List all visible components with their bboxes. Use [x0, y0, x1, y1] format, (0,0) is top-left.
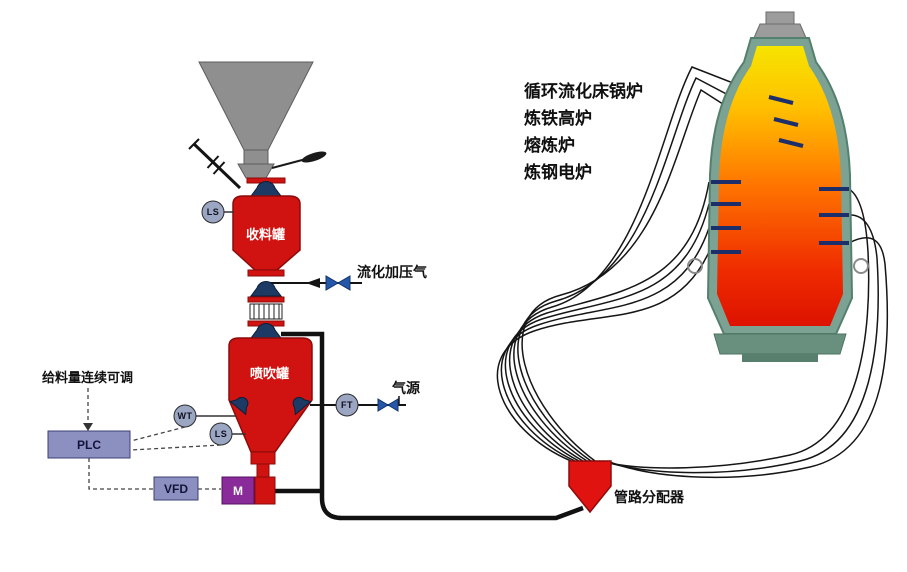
gas-valve-icon [377, 398, 389, 412]
tuyere-icon [778, 138, 804, 148]
motor-label: M [233, 484, 243, 498]
pipe-line [598, 188, 870, 469]
conveying-pipe [274, 331, 584, 521]
handwheel-icon [301, 151, 327, 163]
tuyere-icon [773, 117, 799, 127]
fluidization-gas-label: 流化加压气 [357, 264, 427, 280]
gas-source-line [310, 393, 406, 417]
gas-valve-icon [337, 275, 351, 291]
pipe-line [602, 214, 879, 474]
tuyeres [711, 95, 849, 254]
feed-hopper [188, 61, 327, 190]
furnace-foundation [742, 354, 818, 362]
bellows-hatch [253, 304, 280, 319]
trunnion-left-icon [687, 258, 703, 274]
application-item: 炼铁高炉 [524, 109, 592, 128]
inlet-flange [212, 161, 226, 175]
motor-box [221, 476, 255, 505]
feed-note-label: 给料量连续可调 [42, 370, 134, 385]
application-item: 熔炼炉 [524, 136, 575, 155]
rotary-feeder [254, 476, 276, 505]
furnace [687, 11, 869, 362]
vessel-neck-lower [256, 463, 270, 479]
ls-bottom-tag: LS [214, 429, 228, 439]
ft-tag: FT [341, 400, 353, 410]
fluidizing-pad-icon [229, 396, 249, 416]
fluidizing-pad-icon [292, 396, 312, 416]
flange [247, 269, 285, 277]
injection-vessel-group [173, 337, 313, 505]
hopper-outlet [237, 163, 275, 179]
signal-arrow-icon [83, 423, 93, 431]
pipe-line [513, 66, 770, 462]
signal-line [130, 444, 222, 451]
injection-vessel [228, 337, 313, 453]
receiving-vessel-group [201, 177, 301, 271]
pipe-fan [496, 66, 889, 479]
furnace-cap-top [765, 11, 795, 25]
pipe-line [500, 227, 710, 462]
receiving-vessel [232, 195, 301, 271]
furnace-applications-list: 循环流化床锅炉 炼铁高炉 熔炼炉 炼钢电炉 [524, 78, 643, 186]
inter-vessel-train [247, 269, 362, 339]
vfd-label: VFD [164, 482, 188, 496]
inlet-flange [206, 155, 220, 169]
dome-valve-icon [250, 281, 282, 297]
signal-line [130, 426, 186, 442]
signal-line [88, 458, 153, 490]
ft-instrument [335, 393, 359, 417]
dome-valve-icon [250, 181, 282, 197]
pipe-line [517, 76, 775, 462]
hopper-stem [243, 149, 269, 165]
plc-label: PLC [77, 438, 101, 452]
pipe-line [521, 88, 780, 462]
pipe-line [606, 237, 889, 479]
flange [247, 296, 285, 303]
gas-valve-icon [325, 275, 339, 291]
pipe-line [496, 251, 710, 462]
furnace-base [713, 333, 847, 355]
control-wiring [87, 388, 222, 490]
wt-tag: WT [177, 411, 193, 421]
plc-box [47, 430, 131, 459]
vfd-box [153, 476, 199, 501]
gas-source-label: 气源 [392, 380, 420, 396]
gas-valve-icon [387, 398, 399, 412]
furnace-interior [717, 46, 843, 326]
handwheel-stem [271, 158, 307, 169]
ls-top-tag: LS [206, 207, 220, 217]
bellows [249, 303, 283, 320]
flow-arrow-icon [306, 278, 320, 288]
pipe-line [508, 181, 710, 462]
tuyere-icon [768, 95, 794, 105]
ls-top-instrument [201, 200, 225, 224]
inlet-pipe [192, 142, 242, 190]
injection-tank-label: 喷吹罐 [250, 366, 290, 381]
vessel-neck [250, 451, 276, 465]
inlet-end-tick [188, 138, 200, 150]
receiving-tank-label: 收料罐 [246, 227, 286, 242]
application-item: 炼钢电炉 [524, 163, 592, 182]
trunnion-right-icon [853, 258, 869, 274]
hopper-funnel [198, 61, 314, 151]
application-item: 循环流化床锅炉 [524, 82, 643, 101]
pipe-distributor [568, 460, 612, 514]
distributor-label: 管路分配器 [614, 489, 684, 505]
pipe-line [504, 203, 710, 462]
dome-valve-icon [250, 323, 282, 339]
conveying-pipe-main [281, 331, 584, 521]
